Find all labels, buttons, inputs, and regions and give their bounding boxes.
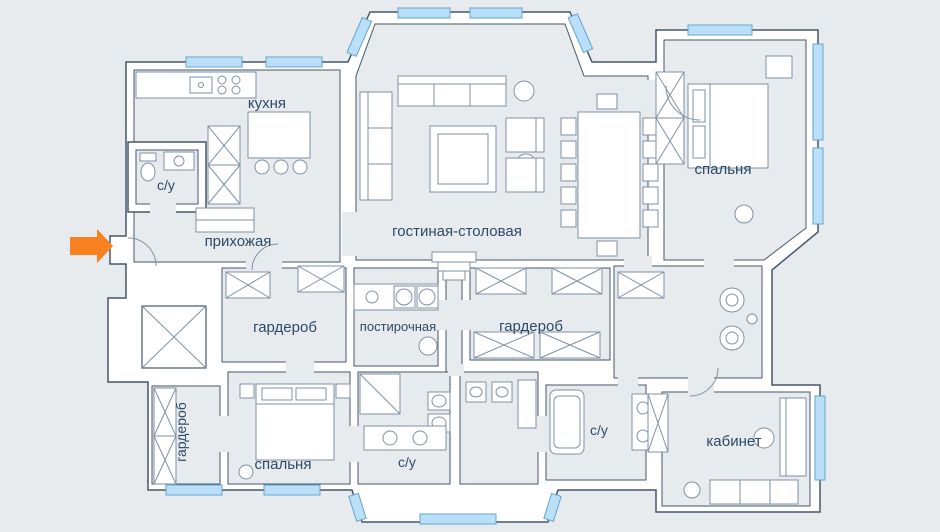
sitting-nook-furniture (719, 287, 758, 351)
bedroom-top-furniture (655, 55, 793, 224)
room-label-bath-bottom-right: с/у (590, 422, 608, 438)
room-label-bath-bottom-center: с/у (398, 454, 416, 470)
wardrobe-bottom-furniture (153, 387, 177, 485)
room-label-bedroom-bottom: спальня (255, 456, 312, 473)
room-label-wardrobe-bottom-left: гардероб (173, 402, 189, 462)
window-bedroom-bottom-2 (263, 484, 321, 496)
window-bay-bottom-right (543, 492, 562, 522)
window-kitchen-1 (185, 56, 243, 68)
room-label-hallway: прихожая (205, 233, 272, 250)
window-bay-bottom-left (348, 492, 367, 522)
living-entry-steps (431, 251, 477, 281)
laundry-furniture (353, 283, 439, 356)
door-arcs (127, 85, 719, 397)
window-bay-left (346, 16, 373, 58)
kitchen-furniture (135, 71, 311, 205)
office-furniture (647, 393, 807, 505)
room-label-wardrobe-mid-left: гардероб (253, 319, 317, 336)
entrance-arrow (70, 229, 113, 263)
room-label-living-dining: гостиная-столовая (392, 223, 522, 240)
bath-mid-furniture (465, 379, 537, 429)
window-bedroom-top (687, 24, 753, 36)
room-label-bedroom-top-right: спальня (695, 161, 752, 178)
room-labels: кухня с/у прихожая гостиная-столовая спа… (157, 95, 762, 473)
window-bay-bottom (419, 513, 497, 525)
room-label-bath-top-left: с/у (157, 177, 175, 193)
bath-center-furniture (359, 373, 451, 451)
window-bedroom-bottom-1 (165, 484, 223, 496)
shaft (141, 305, 207, 369)
window-bay-1 (397, 7, 451, 19)
hallway-furniture (195, 207, 255, 233)
window-bay-right (567, 13, 594, 54)
window-office (814, 395, 826, 481)
window-bedroom-right-1 (812, 43, 824, 141)
window-bedroom-right-2 (812, 147, 824, 225)
room-label-laundry: постирочная (360, 319, 436, 334)
bath-right-furniture (549, 389, 655, 455)
wardrobe-closets (225, 265, 665, 359)
windows (165, 7, 826, 525)
door-bath-top (150, 200, 176, 214)
room-label-wardrobe-mid-right: гардероб (499, 318, 563, 335)
room-label-office: кабинет (706, 433, 761, 450)
living-furniture (359, 75, 545, 201)
bedroom-bottom-furniture (238, 383, 351, 480)
dining-furniture (560, 93, 659, 257)
window-kitchen-2 (265, 56, 323, 68)
window-bay-2 (469, 7, 523, 19)
room-label-kitchen: кухня (248, 95, 286, 112)
bath-top-furniture (139, 151, 195, 182)
